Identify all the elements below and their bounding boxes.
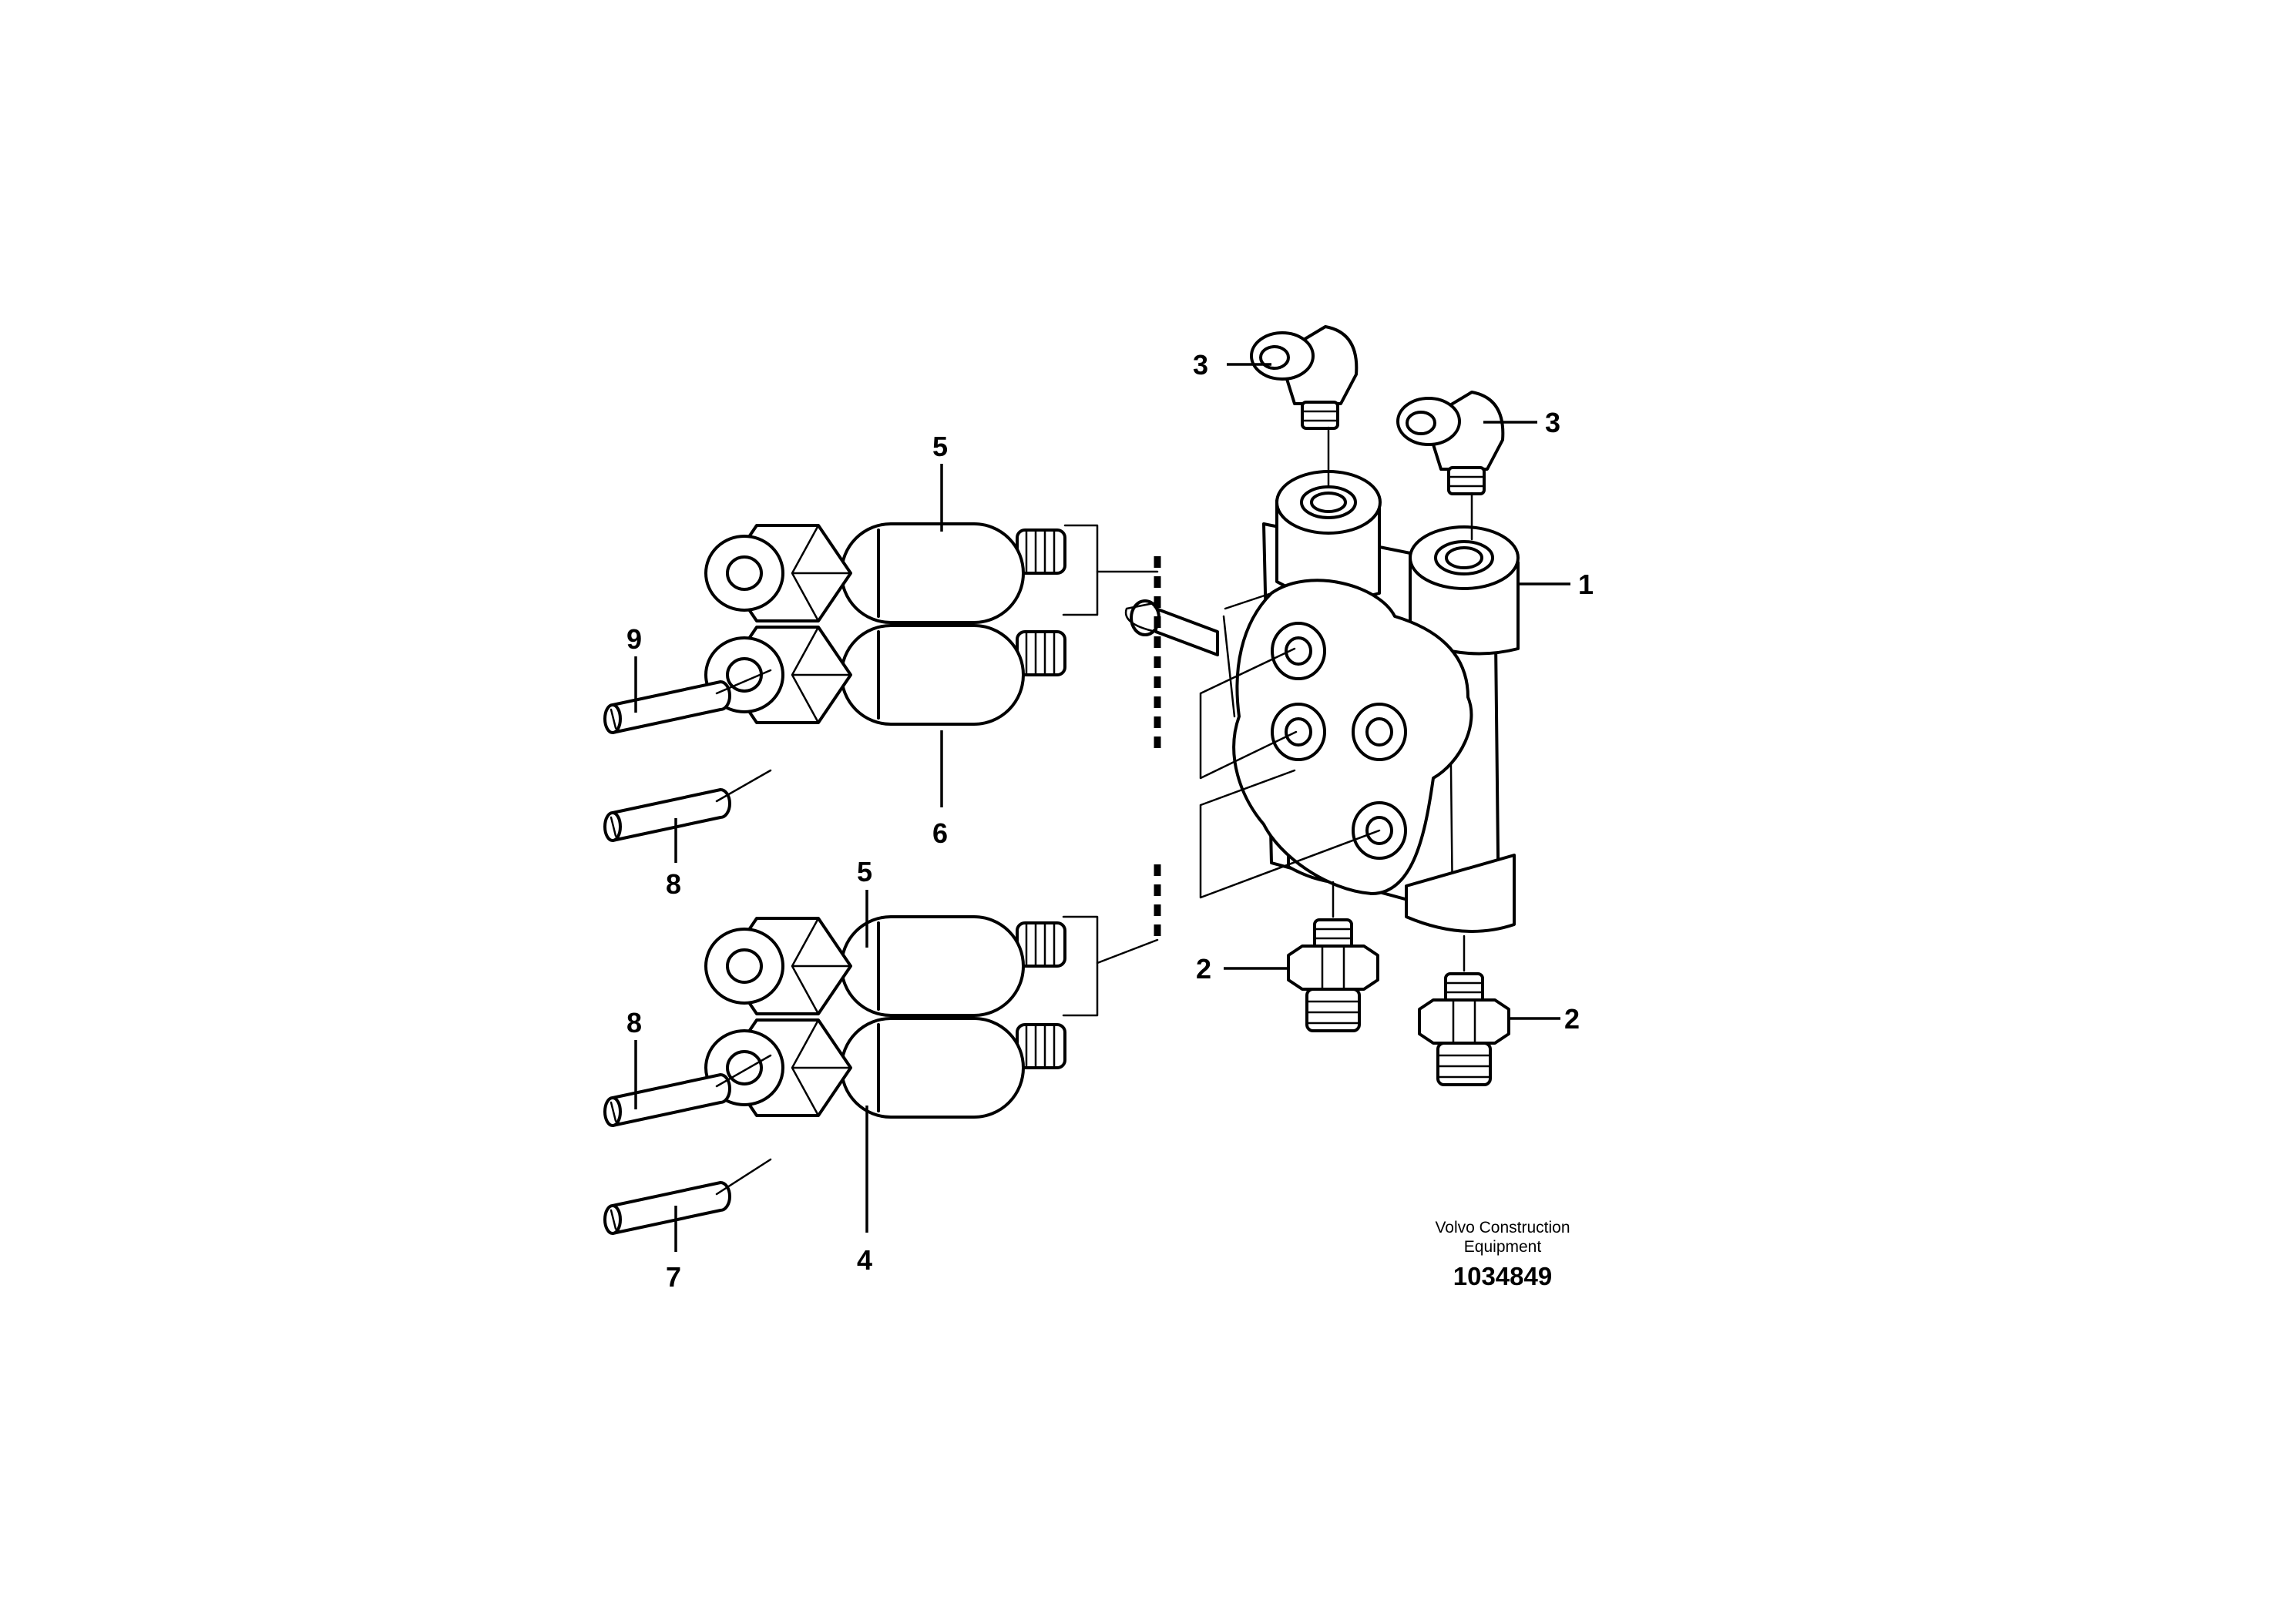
hose-7 <box>603 1158 772 1235</box>
pressure-switch-lower-b <box>704 1017 1066 1119</box>
callout-9: 9 <box>626 623 642 655</box>
callout-8-upper: 8 <box>666 868 681 900</box>
elbow-fitting-left <box>1250 325 1359 430</box>
publisher-line-2: Equipment <box>1464 1238 1542 1256</box>
callout-1: 1 <box>1578 569 1594 600</box>
callout-2-right: 2 <box>1564 1003 1580 1035</box>
hose-8-upper <box>603 769 772 842</box>
callout-3-right: 3 <box>1545 407 1560 438</box>
pressure-switch-upper-a <box>704 522 1066 624</box>
callout-3-left: 3 <box>1193 349 1208 381</box>
hose-9 <box>603 669 772 734</box>
callout-7: 7 <box>666 1261 681 1293</box>
callout-8-lower: 8 <box>626 1007 642 1038</box>
callout-6: 6 <box>932 817 948 849</box>
hose-8-lower <box>603 1054 772 1127</box>
callout-4: 4 <box>857 1244 872 1276</box>
nipple-fitting-right <box>1418 972 1510 1086</box>
elbow-fitting-right <box>1396 391 1505 495</box>
callout-5-upper: 5 <box>932 431 948 462</box>
nipple-fitting-left <box>1287 918 1379 1032</box>
callout-2-left: 2 <box>1196 953 1211 985</box>
pressure-switch-lower-a <box>704 915 1066 1017</box>
leader-lines <box>634 363 1570 1252</box>
group-brackets <box>1062 524 1381 1017</box>
valve-block <box>1130 470 1520 933</box>
illustration-id: 1034849 <box>1453 1262 1552 1290</box>
publisher-line-1: Volvo Construction <box>1435 1219 1570 1236</box>
callout-5-lower: 5 <box>857 856 872 887</box>
